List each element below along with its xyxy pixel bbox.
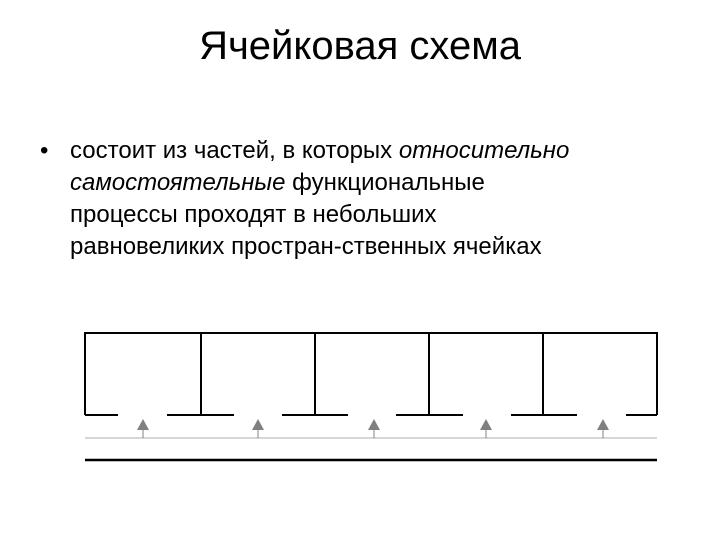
slide-title: Ячейковая схема	[199, 24, 521, 68]
bullet-text: состоит из частей, в которых относительн…	[70, 135, 710, 263]
entrance-arrow	[252, 419, 264, 438]
outer-wall	[84, 332, 658, 415]
bullet-text-italic: относительно	[398, 137, 570, 164]
bullet-text-part: функциональные	[285, 169, 485, 196]
bullet-line-4: равновеликих простран-ственных ячейках	[70, 233, 542, 260]
bullet-text-part: состоит из частей, в которых	[70, 137, 399, 164]
entrance-arrow	[137, 419, 149, 438]
entrance-arrow	[480, 419, 492, 438]
bullet-line-1: состоит из частей, в которых относительн…	[70, 135, 710, 167]
bullet-line-2: самостоятельные функциональные	[70, 167, 710, 199]
entrance-arrow	[368, 419, 380, 438]
bullet-line-3: процессы проходят в небольших	[70, 201, 437, 228]
bullet-marker: •	[40, 137, 49, 164]
bullet-text-italic: самостоятельные	[70, 169, 286, 196]
entrance-arrow	[597, 419, 609, 438]
